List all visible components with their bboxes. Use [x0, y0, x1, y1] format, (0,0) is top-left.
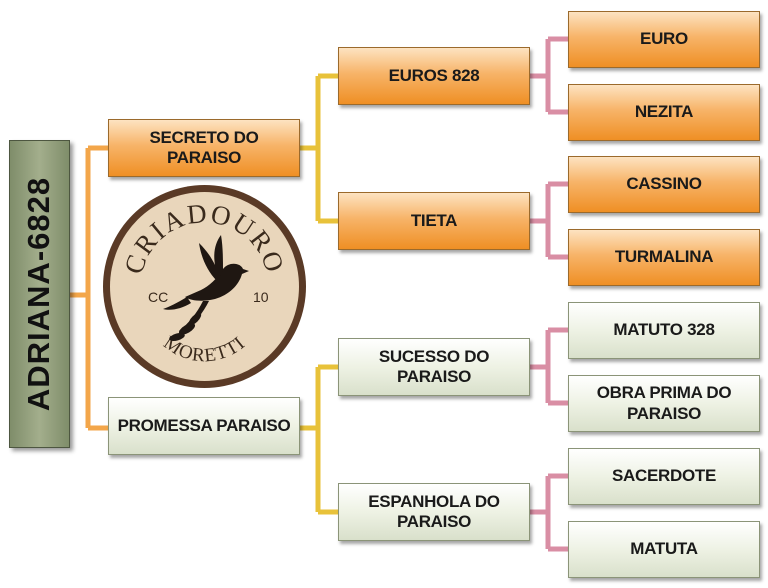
great-grandparent-mmm-node: MATUTA: [568, 521, 760, 578]
maternal-grandmother-node: ESPANHOLA DO PARAISO: [338, 483, 530, 541]
great-grandparent-fmf-node: CASSINO: [568, 156, 760, 213]
great-grandparent-mmf-label: SACERDOTE: [611, 466, 717, 486]
bird-icon: [163, 235, 249, 341]
seal-face: [110, 192, 299, 381]
maternal-grandfather-node: SUCESSO DO PARAISO: [338, 338, 530, 396]
seal-right-text: 10: [253, 289, 269, 305]
father-node: SECRETO DO PARAISO: [108, 119, 300, 177]
mother-label: PROMESSA PARAISO: [117, 415, 291, 435]
connector-gen2: [530, 36, 568, 552]
great-grandparent-mmm-label: MATUTA: [630, 539, 698, 559]
great-grandparent-fmf-label: CASSINO: [626, 174, 702, 194]
seal-graphics: CRIADOURO MORETTI CC 10: [118, 198, 290, 367]
great-grandparent-ffm-label: NEZITA: [634, 102, 694, 122]
paternal-grandfather-label: EUROS 828: [388, 65, 480, 85]
great-grandparent-mff-label: MATUTO 328: [613, 320, 715, 340]
great-grandparent-mmf-node: SACERDOTE: [568, 448, 760, 505]
great-grandparent-fmm-label: TURMALINA: [614, 247, 714, 267]
seal-left-text: CC: [148, 289, 168, 305]
paternal-grandmother-label: TIETA: [410, 210, 458, 230]
mother-node: PROMESSA PARAISO: [108, 397, 300, 455]
paternal-grandmother-node: TIETA: [338, 192, 530, 250]
maternal-grandmother-label: ESPANHOLA DO PARAISO: [368, 491, 500, 531]
criadouro-seal-logo: CRIADOURO MORETTI CC 10: [103, 185, 306, 388]
great-grandparent-mfm-node: OBRA PRIMA DO PARAISO: [568, 375, 760, 432]
great-grandparent-fmm-node: TURMALINA: [568, 229, 760, 286]
great-grandparent-fff-label: EURO: [640, 29, 688, 49]
great-grandparent-mfm-label: OBRA PRIMA DO PARAISO: [596, 383, 732, 423]
great-grandparent-fff-node: EURO: [568, 11, 760, 68]
root-node: ADRIANA-6828: [9, 140, 70, 448]
root-label: ADRIANA-6828: [21, 176, 57, 412]
connector-root: [70, 145, 108, 431]
great-grandparent-mff-node: MATUTO 328: [568, 302, 760, 359]
great-grandparent-ffm-node: NEZITA: [568, 84, 760, 141]
father-label: SECRETO DO PARAISO: [149, 127, 259, 167]
paternal-grandfather-node: EUROS 828: [338, 47, 530, 105]
connector-gen1: [300, 73, 338, 515]
maternal-grandfather-label: SUCESSO DO PARAISO: [378, 346, 490, 386]
seal-top-text: CRIADOURO: [118, 198, 290, 278]
